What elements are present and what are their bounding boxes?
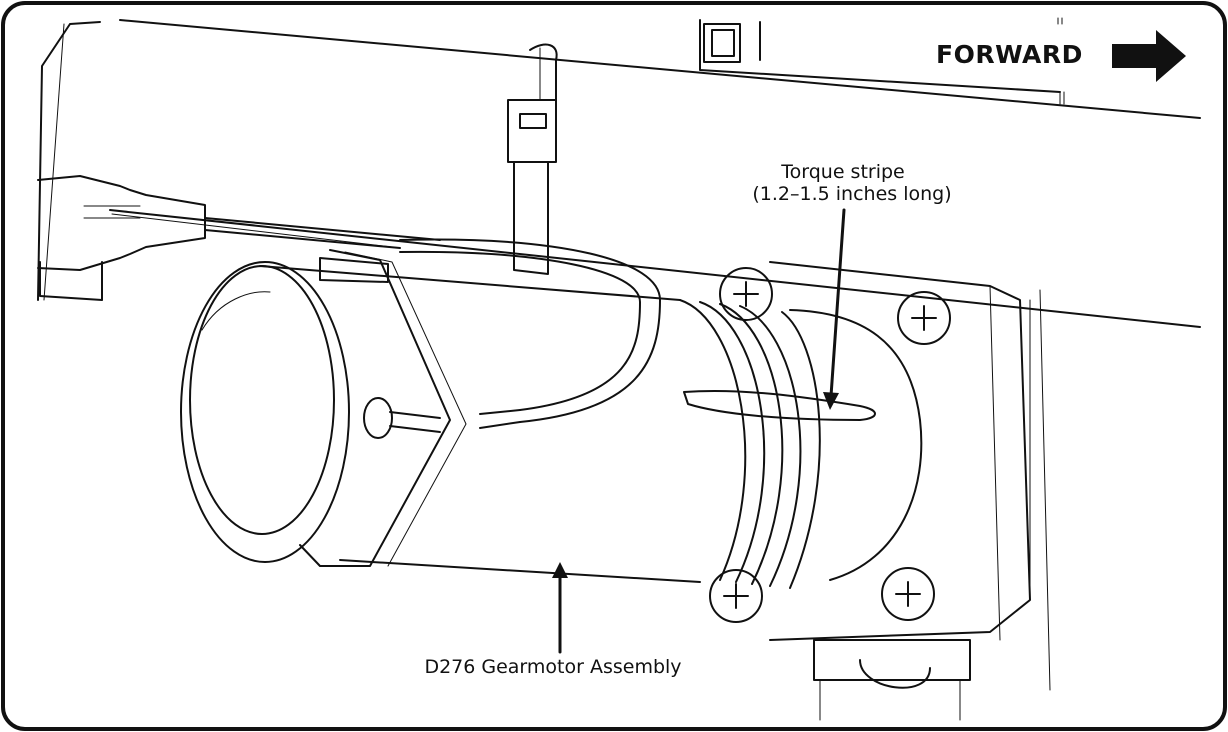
zip-tie	[507, 43, 558, 275]
gearmotor-leader	[552, 562, 568, 654]
gear-ring	[679, 299, 876, 589]
gearbox	[709, 261, 1051, 691]
forward-arrow-icon	[1112, 30, 1186, 82]
motor-wire	[399, 238, 661, 429]
torque-stripe-label: Torque stripe	[781, 161, 905, 183]
torque-stripe-leader	[823, 208, 846, 410]
gearmotor-assembly-label: D276 Gearmotor Assembly	[424, 656, 682, 678]
gearmotor-body	[180, 249, 701, 583]
torque-stripe-length-label: (1.2–1.5 inches long)	[752, 183, 952, 205]
wire-connector	[37, 175, 441, 301]
channel-beam	[37, 19, 1201, 328]
bottom-nut	[813, 639, 971, 721]
forward-label: FORWARD	[936, 40, 1083, 69]
upper-bracket	[699, 17, 1065, 105]
